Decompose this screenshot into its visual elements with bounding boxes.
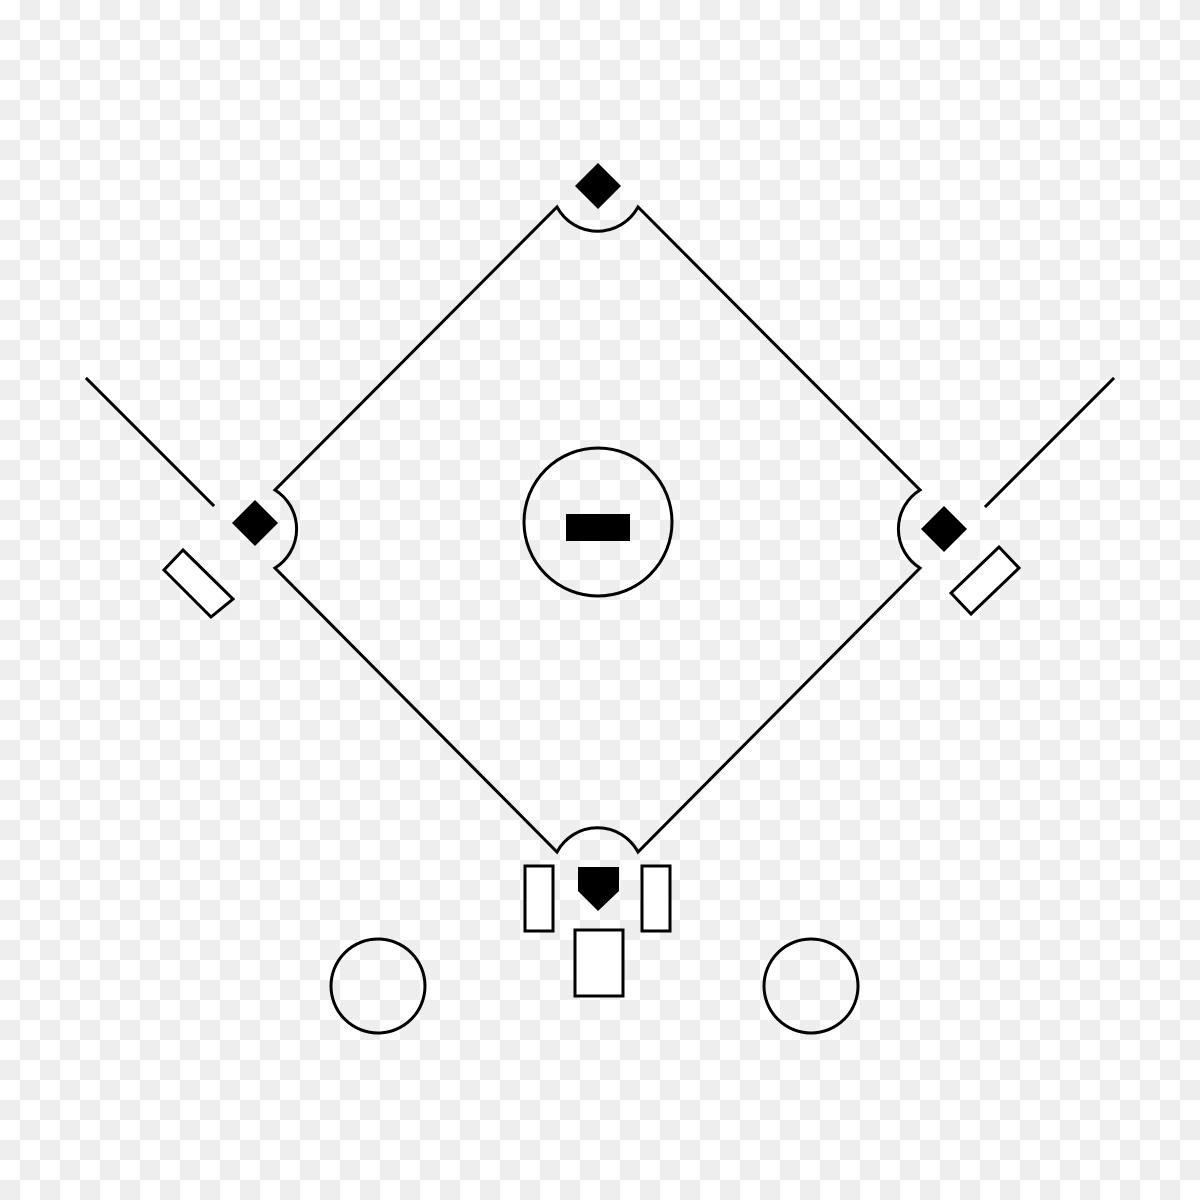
- catchers-box: [573, 928, 625, 998]
- first-base-coach-box: [948, 544, 1022, 617]
- left-on-deck-circle: [329, 937, 427, 1035]
- right-on-deck-circle: [762, 937, 860, 1035]
- pitchers-rubber: [566, 514, 630, 541]
- third-base-coach-box: [161, 547, 236, 620]
- home-plate: [578, 867, 619, 911]
- infield-diamond: [272, 204, 923, 855]
- pitchers-mound: [522, 446, 674, 598]
- first-base: [921, 506, 967, 552]
- right-foul-line: [983, 376, 1116, 509]
- right-batters-box: [640, 864, 672, 933]
- left-batters-box: [523, 864, 555, 933]
- second-base: [575, 163, 621, 209]
- left-foul-line: [84, 376, 216, 508]
- third-base: [232, 500, 278, 546]
